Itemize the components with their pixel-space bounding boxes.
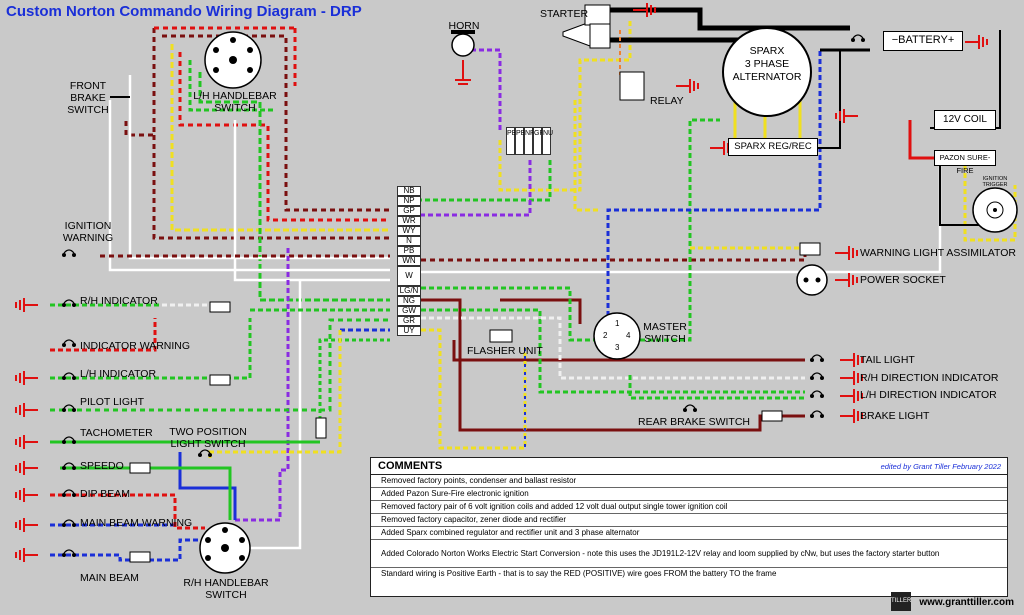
flasher-label: FLASHER UNIT bbox=[467, 345, 543, 357]
comment-line: Added Sparx combined regulator and recti… bbox=[371, 527, 1007, 540]
master-pin-1: 1 bbox=[615, 319, 620, 328]
page-title: Custom Norton Commando Wiring Diagram - … bbox=[6, 3, 362, 20]
comment-line: Removed factory pair of 6 volt ignition … bbox=[371, 501, 1007, 514]
tail-light-label: TAIL LIGHT bbox=[860, 354, 915, 366]
website-link[interactable]: www.granttiller.com bbox=[919, 597, 1014, 608]
connector-pin: WN bbox=[397, 256, 421, 266]
assimilator-label: WARNING LIGHT ASSIMILATOR bbox=[860, 247, 1016, 259]
two-position-line-2: LIGHT SWITCH bbox=[170, 438, 246, 450]
comments-panel: COMMENTS edited by Grant Tiller February… bbox=[370, 457, 1008, 597]
comments-header: COMMENTS edited by Grant Tiller February… bbox=[371, 458, 1007, 475]
comment-line: Standard wiring is Positive Earth - that… bbox=[381, 569, 777, 578]
master-switch-label: MASTER SWITCH bbox=[640, 321, 690, 345]
horn-label: HORN bbox=[448, 20, 480, 32]
connector-pin: GR bbox=[397, 316, 421, 326]
speedo-label: SPEEDO bbox=[80, 460, 124, 472]
connector-pin: WR bbox=[397, 216, 421, 226]
connector-pin: GP bbox=[397, 206, 421, 216]
comment-line: Added Colorado Norton Works Electric Sta… bbox=[371, 540, 1007, 568]
trigger-line-2: TRIGGER bbox=[982, 182, 1008, 188]
indicator-warning-label: INDICATOR WARNING bbox=[80, 340, 191, 352]
tiller-logo: TILLER bbox=[891, 592, 911, 611]
rh-direction-label: R/H DIRECTION INDICATOR bbox=[860, 372, 999, 384]
connector-pin: LG/N bbox=[397, 286, 421, 296]
pin-label-2: PB bbox=[516, 130, 526, 137]
pin-block-2: PB bbox=[515, 127, 526, 155]
comments-title: COMMENTS bbox=[378, 460, 443, 472]
alternator-line-2: 3 PHASE bbox=[744, 58, 790, 70]
ignition-warning-label: IGNITION WARNING bbox=[62, 220, 114, 244]
ignition-warning-line-1: IGNITION bbox=[64, 220, 112, 232]
rh-handlebar-line-2: SWITCH bbox=[205, 589, 247, 601]
reg-rec: SPARX REG/REC bbox=[728, 138, 818, 156]
master-pin-3: 3 bbox=[615, 343, 620, 352]
rh-indicator-label: R/H INDICATOR bbox=[80, 295, 158, 307]
main-beam-warning-label: MAIN BEAM WARNING bbox=[80, 517, 193, 529]
connector-pin: NB bbox=[397, 186, 421, 196]
alternator-line-3: ALTERNATOR bbox=[732, 71, 802, 83]
starter-label: STARTER bbox=[540, 8, 589, 20]
connector-pin: WY bbox=[397, 226, 421, 236]
lh-direction-label: L/H DIRECTION INDICATOR bbox=[860, 389, 997, 401]
alternator-label: SPARX 3 PHASE ALTERNATOR bbox=[727, 45, 807, 84]
main-beam-label: MAIN BEAM bbox=[80, 572, 139, 584]
battery: −BATTERY+ bbox=[883, 31, 963, 51]
ignition-warning-line-2: WARNING bbox=[62, 232, 114, 244]
pin-block-4: GP bbox=[533, 127, 545, 155]
pin-label-3: NP bbox=[525, 130, 535, 137]
lh-indicator-label: L/H INDICATOR bbox=[80, 368, 157, 380]
master-pin-4: 4 bbox=[626, 331, 631, 340]
pilot-light-label: PILOT LIGHT bbox=[80, 396, 144, 408]
connector-pin: GW bbox=[397, 306, 421, 316]
connector-pin: NP bbox=[397, 196, 421, 206]
master-switch-line-2: SWITCH bbox=[644, 333, 686, 345]
connector-pin: W bbox=[397, 266, 421, 286]
pin-label-5: NU bbox=[543, 130, 554, 137]
rear-brake-label: REAR BRAKE SWITCH bbox=[638, 416, 751, 428]
rh-handlebar-label: R/H HANDLEBAR SWITCH bbox=[178, 577, 274, 601]
master-switch-line-1: MASTER bbox=[643, 321, 687, 333]
alternator-line-1: SPARX bbox=[749, 45, 785, 57]
pin-block-3: NP bbox=[524, 127, 535, 155]
connector-pin: PB bbox=[397, 246, 421, 256]
dip-beam-label: DIP BEAM bbox=[80, 488, 130, 500]
ignition-trigger-label: IGNITION TRIGGER bbox=[978, 176, 1012, 188]
pin-block-1: PB bbox=[506, 127, 517, 155]
pazon: PAZON SURE-FIRE bbox=[934, 150, 996, 175]
lh-handlebar-line-2: SWITCH bbox=[214, 102, 256, 114]
coil-label: 12V COIL bbox=[943, 114, 987, 125]
connector-pin: N bbox=[397, 236, 421, 246]
front-brake-line-3: SWITCH bbox=[67, 104, 109, 116]
pin-label-4: GP bbox=[534, 130, 545, 137]
lh-handlebar-label: L/H HANDLEBAR SWITCH bbox=[185, 90, 285, 114]
rh-handlebar-line-1: R/H HANDLEBAR bbox=[183, 577, 269, 589]
pin-block-5: NU bbox=[542, 127, 554, 155]
wire-brown-red bbox=[124, 28, 390, 240]
master-pin-2: 2 bbox=[603, 331, 608, 340]
relay-label: RELAY bbox=[650, 95, 684, 107]
connector-pin: NG bbox=[397, 296, 421, 306]
coil: 12V COIL bbox=[934, 110, 996, 130]
front-brake-line-1: FRONT bbox=[69, 80, 107, 92]
pin-label-1: PB bbox=[507, 130, 517, 137]
power-socket-label: POWER SOCKET bbox=[860, 274, 946, 286]
comments-credit: edited by Grant Tiller February 2022 bbox=[880, 462, 1001, 471]
trigger-line-1: IGNITION bbox=[982, 176, 1008, 182]
tachometer-label: TACHOMETER bbox=[80, 427, 153, 439]
two-position-line-1: TWO POSITION bbox=[169, 426, 247, 438]
lh-handlebar-line-1: L/H HANDLEBAR bbox=[193, 90, 277, 102]
front-brake-line-2: BRAKE bbox=[70, 92, 106, 104]
comment-line: Removed factory points, condenser and ba… bbox=[371, 475, 1007, 488]
battery-label: BATTERY bbox=[898, 34, 948, 46]
brake-light-label: BRAKE LIGHT bbox=[860, 410, 930, 422]
two-position-label: TWO POSITION LIGHT SWITCH bbox=[168, 426, 248, 450]
connector-pin: UY bbox=[397, 326, 421, 336]
front-brake-label: FRONT BRAKE SWITCH bbox=[66, 80, 110, 116]
comment-line: Added Pazon Sure-Fire electronic ignitio… bbox=[371, 488, 1007, 501]
wire-red-white bbox=[154, 26, 297, 86]
comment-line: Removed factory capacitor, zener diode a… bbox=[371, 514, 1007, 527]
